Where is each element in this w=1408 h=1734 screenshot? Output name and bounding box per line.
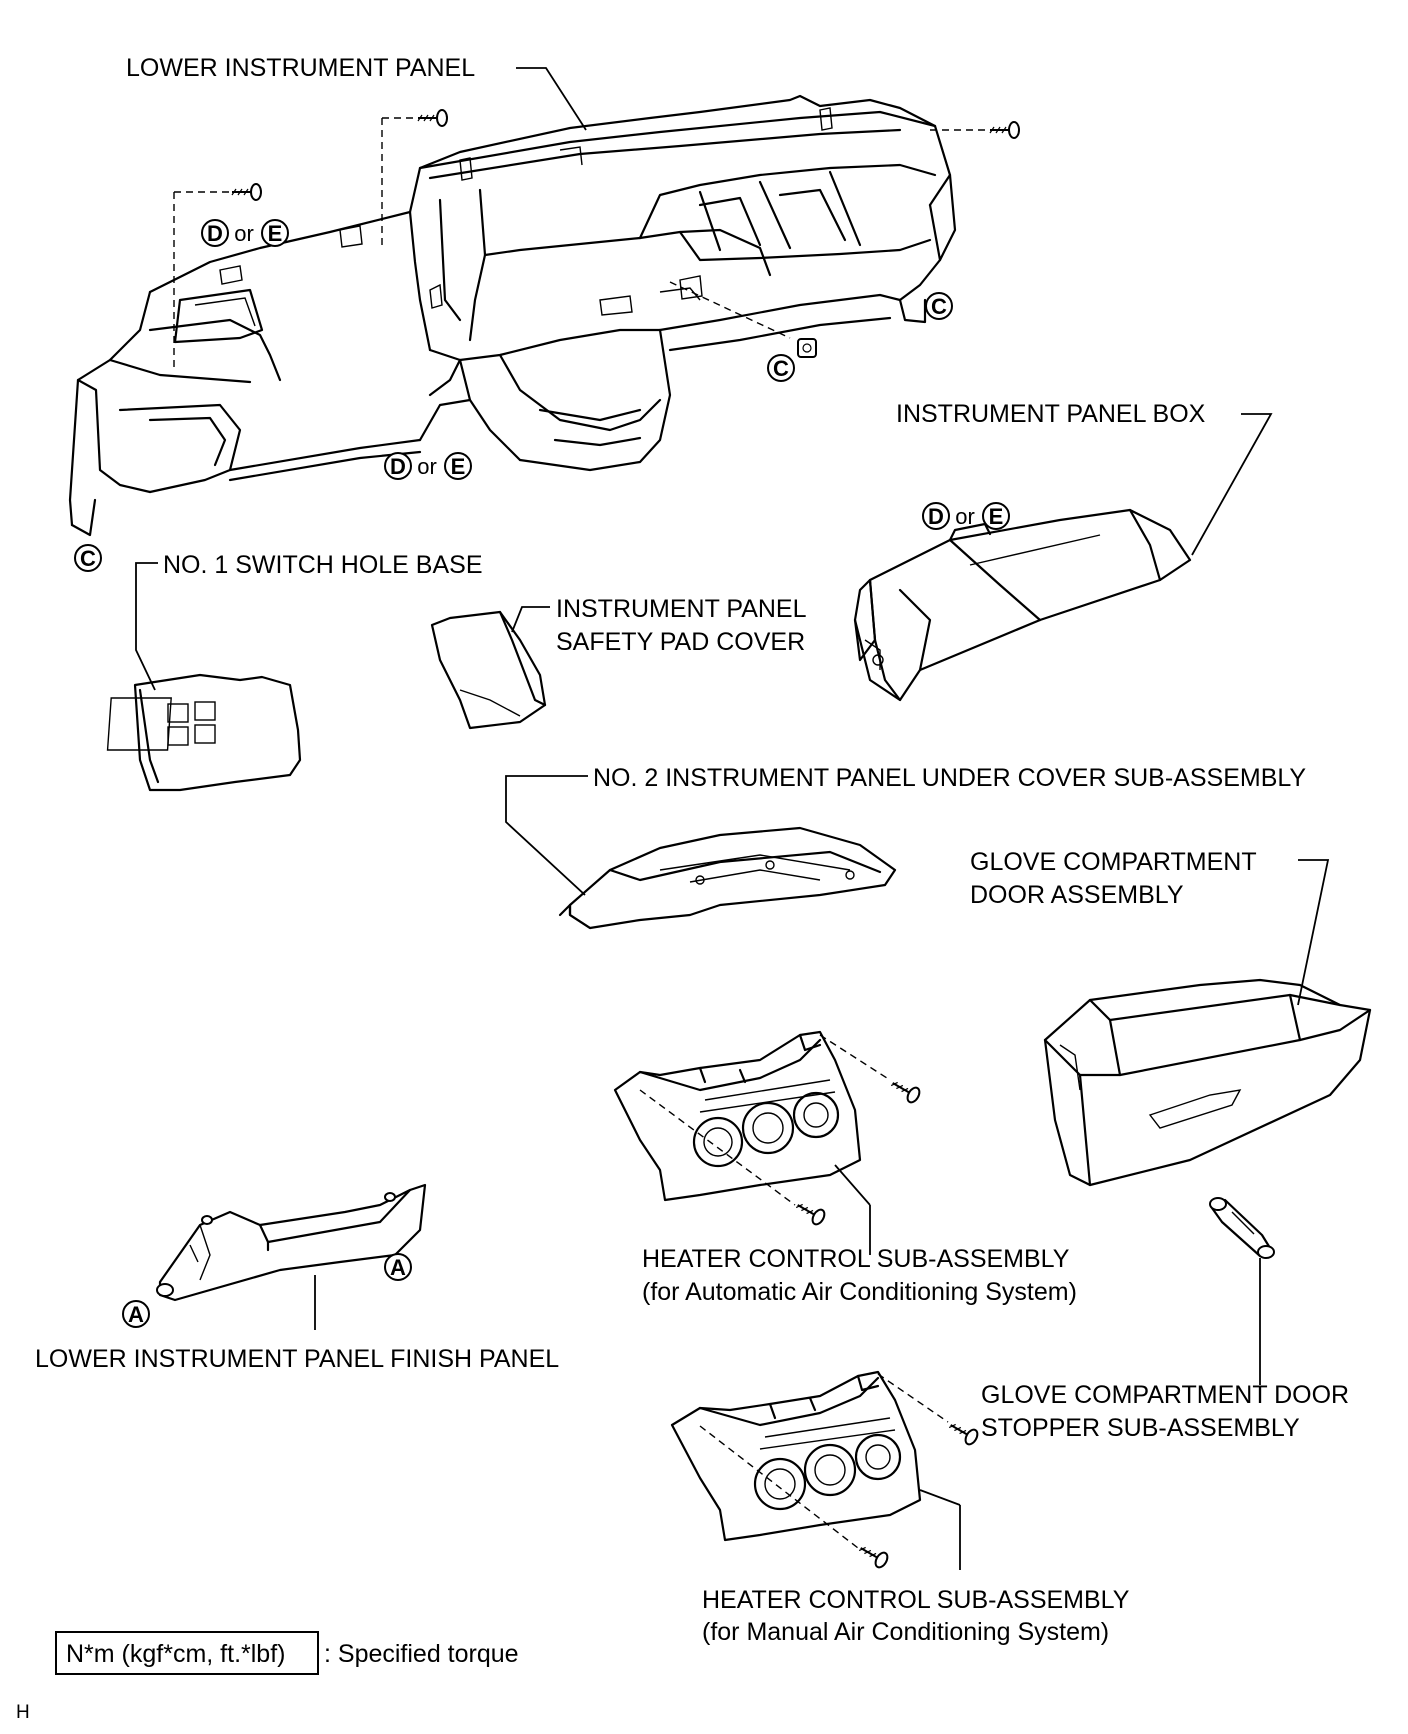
marker-c-letter: C: [80, 546, 96, 571]
glove-stopper-drawing: [1209, 1197, 1275, 1259]
marker-c-3: C: [74, 544, 102, 572]
torque-legend-description: : Specified torque: [324, 1640, 519, 1668]
marker-c-1: C: [925, 292, 953, 320]
under-cover-drawing: [558, 826, 897, 930]
instrument-panel-box-drawing: [853, 508, 1192, 702]
switch-hole-base-drawing: [106, 673, 302, 792]
finish-panel-drawing: [156, 1183, 427, 1302]
label-heater-manual-1: HEATER CONTROL SUB-ASSEMBLY: [702, 1586, 1130, 1614]
label-glove-door-2: DOOR ASSEMBLY: [970, 881, 1184, 909]
marker-d-or-e-3: D or E: [922, 502, 1010, 530]
lower-instrument-panel-drawing: [68, 94, 1020, 537]
torque-legend: N*m (kgf*cm, ft.*lbf) : Specified torque: [55, 1631, 519, 1675]
label-stopper-1: GLOVE COMPARTMENT DOOR: [981, 1381, 1349, 1409]
label-stopper-2: STOPPER SUB-ASSEMBLY: [981, 1414, 1300, 1442]
marker-e-letter: E: [268, 221, 283, 246]
label-under-cover: NO. 2 INSTRUMENT PANEL UNDER COVER SUB-A…: [593, 764, 1306, 792]
marker-c-letter: C: [931, 294, 947, 319]
label-finish-panel: LOWER INSTRUMENT PANEL FINISH PANEL: [35, 1345, 559, 1373]
label-heater-manual-2: (for Manual Air Conditioning System): [702, 1618, 1109, 1646]
marker-or-text: or: [955, 504, 975, 529]
label-safety-pad-cover-1: INSTRUMENT PANEL: [556, 595, 807, 623]
marker-or-text: or: [417, 454, 437, 479]
marker-a-letter: A: [128, 1302, 144, 1327]
marker-e-letter: E: [451, 454, 466, 479]
marker-c-letter: C: [773, 356, 789, 381]
safety-pad-cover-drawing: [430, 610, 547, 730]
marker-e-letter: E: [989, 504, 1004, 529]
label-switch-hole-base: NO. 1 SWITCH HOLE BASE: [163, 551, 483, 579]
heater-control-auto-drawing: [613, 1030, 923, 1228]
footer-code: H: [16, 1702, 30, 1723]
heater-control-manual-drawing: [670, 1370, 981, 1571]
marker-a-letter: A: [390, 1255, 406, 1280]
label-safety-pad-cover-2: SAFETY PAD COVER: [556, 628, 805, 656]
marker-c-2: C: [767, 354, 795, 382]
torque-legend-box-text: N*m (kgf*cm, ft.*lbf): [66, 1640, 285, 1668]
marker-or-text: or: [234, 221, 254, 246]
marker-d-or-e-2: D or E: [384, 452, 472, 480]
label-heater-auto-2: (for Automatic Air Conditioning System): [642, 1278, 1077, 1306]
marker-d-letter: D: [207, 221, 223, 246]
label-instrument-panel-box: INSTRUMENT PANEL BOX: [896, 400, 1206, 428]
glove-door-drawing: [1043, 978, 1372, 1187]
marker-d-letter: D: [928, 504, 944, 529]
label-heater-auto-1: HEATER CONTROL SUB-ASSEMBLY: [642, 1245, 1070, 1273]
leader-lines: [135, 67, 1330, 1570]
label-glove-door-1: GLOVE COMPARTMENT: [970, 848, 1257, 876]
label-lower-instrument-panel: LOWER INSTRUMENT PANEL: [126, 54, 475, 82]
marker-a-2: A: [122, 1300, 150, 1328]
marker-d-letter: D: [390, 454, 406, 479]
marker-d-or-e-1: D or E: [201, 219, 289, 247]
marker-a-1: A: [384, 1253, 412, 1281]
